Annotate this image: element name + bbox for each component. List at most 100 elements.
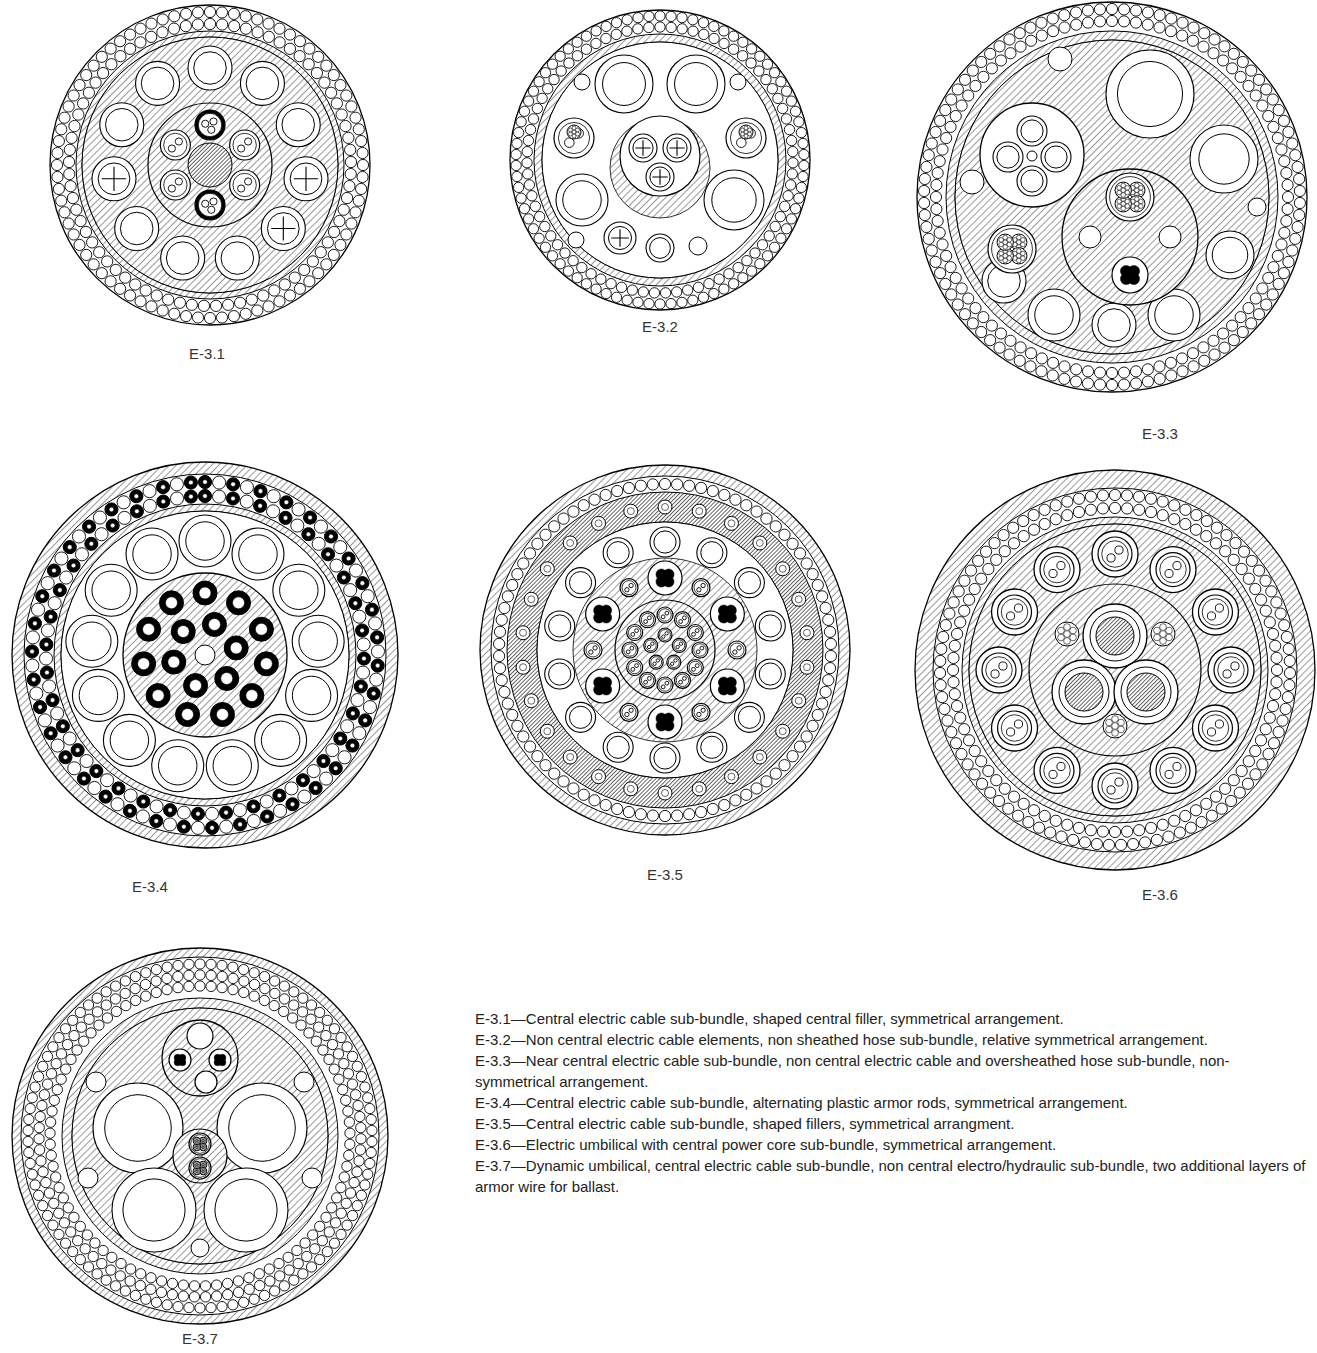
armor-layer [491, 476, 839, 824]
armor-wire [998, 529, 1009, 540]
strand [1007, 256, 1012, 261]
armor-wire [163, 818, 176, 831]
plastic-armor-rod [184, 490, 197, 503]
filler-tube [800, 660, 814, 674]
armor-wire [742, 255, 752, 265]
armor-wire [549, 74, 559, 84]
armor-wire [321, 259, 332, 270]
armor-wire [1271, 664, 1282, 675]
armor-wire [311, 1036, 321, 1046]
armor-wire [178, 1280, 188, 1290]
armor-wire [351, 694, 364, 707]
armor-wire [543, 84, 553, 94]
rod-core [353, 601, 358, 606]
armor-wire [75, 1254, 85, 1264]
conductor [697, 588, 701, 592]
conductor [701, 583, 705, 587]
conductor [1115, 546, 1123, 554]
armor-wire [365, 1103, 375, 1113]
armor-wire [1294, 185, 1305, 196]
armor-wire [761, 74, 771, 84]
armor-wire [995, 55, 1006, 66]
conductor [629, 583, 633, 587]
conductor [625, 588, 629, 592]
armor-wire [812, 709, 823, 720]
cable-insulation [667, 138, 687, 158]
armor-wire [356, 1122, 366, 1132]
armor-wire [278, 1006, 288, 1016]
armor-wire [781, 224, 791, 234]
armor-wire [773, 93, 783, 103]
filler-bore [627, 785, 634, 792]
caption-line: E-3.4—Central electric cable sub-bundle,… [475, 1092, 1309, 1113]
conductor [653, 662, 656, 665]
strand [1154, 634, 1161, 641]
signal-cable [687, 625, 703, 641]
armor-wire [279, 1281, 289, 1291]
armor-wire [945, 262, 956, 273]
rod-core [38, 705, 43, 710]
strand [1139, 190, 1144, 195]
outer-sheath [12, 462, 398, 848]
conductor [230, 642, 242, 654]
plastic-armor-rod [367, 687, 380, 700]
electric-cable [1192, 589, 1238, 635]
conductor [168, 656, 180, 668]
filler-tube [540, 724, 554, 738]
strand [1160, 631, 1167, 638]
quad-cable [586, 597, 620, 631]
conductor [216, 708, 228, 720]
strand [194, 1141, 196, 1143]
conductor [165, 597, 177, 609]
armor-wire [801, 731, 812, 742]
armor-wire [56, 195, 67, 206]
armor-wire [233, 804, 246, 817]
armor-wire [249, 968, 259, 978]
quad-cable [648, 705, 682, 739]
strand [198, 1139, 200, 1141]
conductor [202, 200, 209, 207]
cable-sheath [659, 679, 671, 691]
armor-wire [532, 538, 543, 549]
armor-wire [973, 555, 984, 566]
armor-wire [600, 799, 611, 810]
armor-wire [1287, 138, 1298, 149]
cable-sheath [1202, 715, 1229, 742]
inner-sheath [61, 511, 349, 799]
armor-wire [945, 121, 956, 132]
armor-wire [344, 1150, 354, 1160]
armor-wire [101, 1275, 111, 1285]
filler-tube [563, 536, 577, 550]
armor-wire [523, 135, 533, 145]
armor-wire [329, 1238, 339, 1248]
strand [1007, 238, 1012, 243]
armor-wire [1277, 715, 1288, 726]
armor-wire [228, 985, 238, 995]
armor-wire [357, 638, 370, 651]
armor-wire [338, 1084, 348, 1094]
rod-core [75, 748, 80, 753]
filler-bore [567, 539, 574, 546]
armor-wire [1036, 30, 1047, 41]
hose-bore [712, 178, 756, 222]
armor-wire [53, 183, 64, 194]
strand [1117, 186, 1122, 191]
plastic-armor-rod [302, 528, 315, 541]
plastic-armor-rod [27, 673, 40, 686]
hose-outer [161, 236, 205, 280]
armor-wire [289, 1000, 299, 1010]
armor-wire [75, 1007, 85, 1017]
armor-wire [918, 197, 929, 208]
armor-wire [1082, 5, 1093, 16]
armor-wire [940, 278, 951, 289]
filler-bore [728, 520, 735, 527]
armor-wire [143, 499, 156, 512]
armor-wire [824, 663, 835, 674]
armor-wire [298, 790, 311, 803]
cable-sheath [233, 133, 256, 156]
plastic-armor-rod [371, 659, 384, 672]
rod-core [48, 614, 53, 619]
cable-sheath [668, 657, 679, 668]
strand [194, 1171, 196, 1173]
armor-wire [969, 583, 980, 594]
